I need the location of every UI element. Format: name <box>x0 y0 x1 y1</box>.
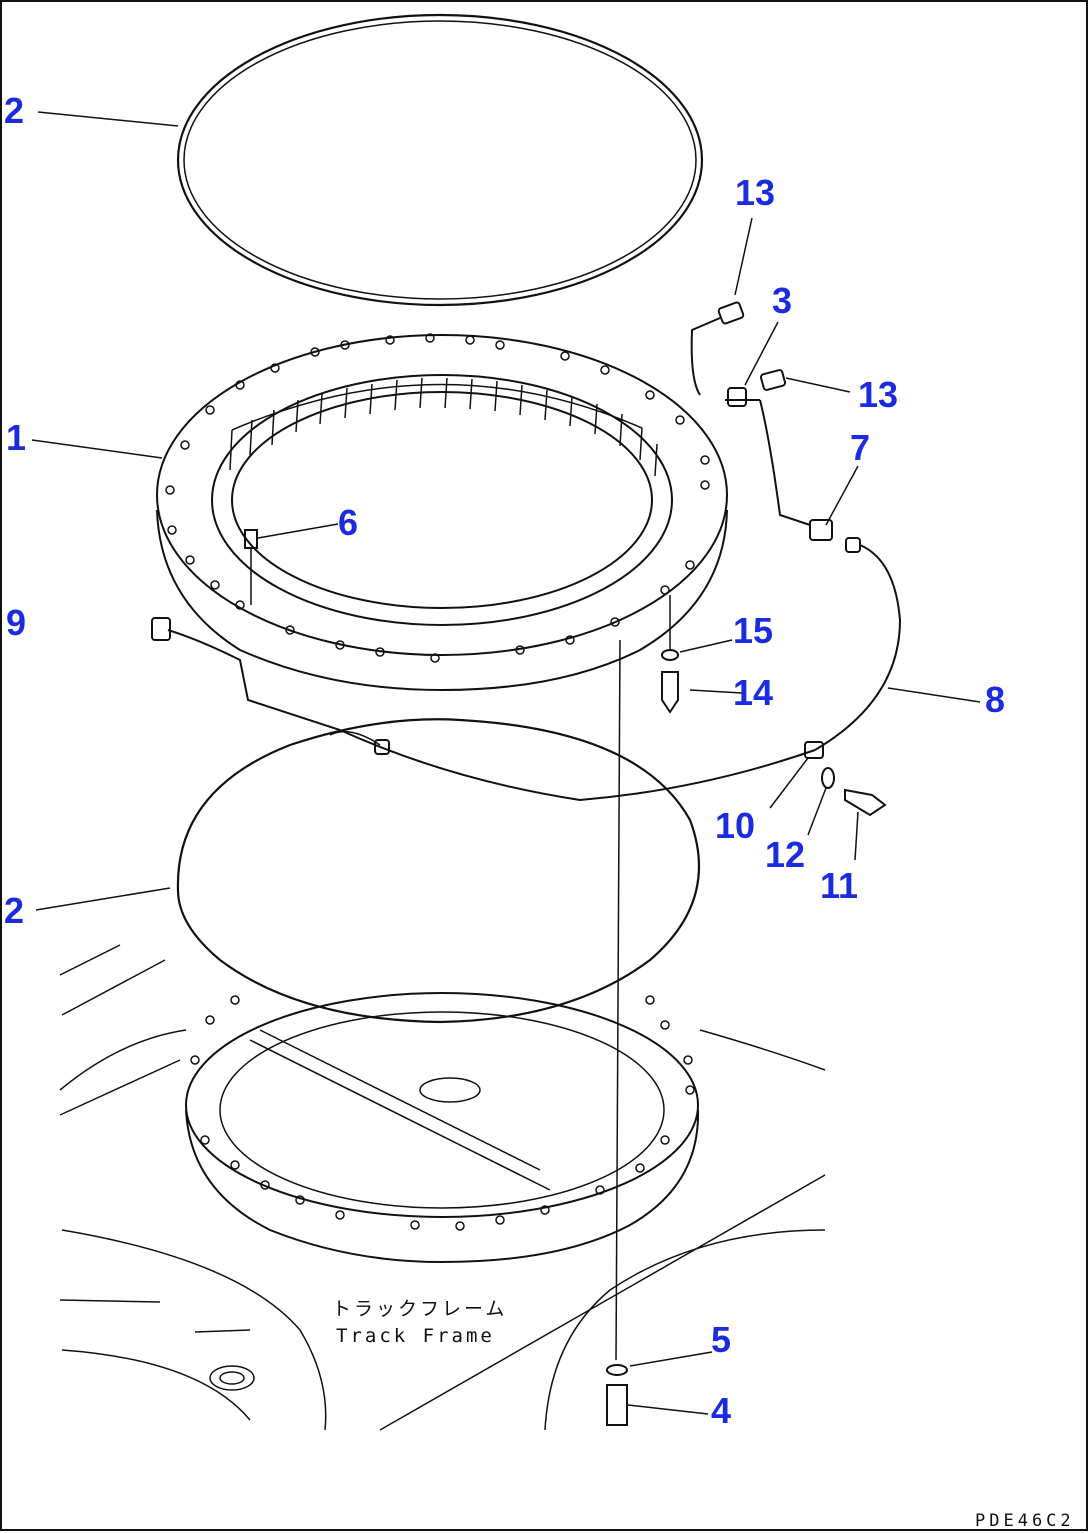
drawing-code: PDE46C2 <box>975 1511 1075 1531</box>
callout-2-bottom: 2 <box>4 890 24 931</box>
callout-12: 12 <box>765 834 805 875</box>
callout-6: 6 <box>338 502 358 543</box>
callout-10: 10 <box>715 805 755 846</box>
callout-14: 14 <box>733 672 773 713</box>
callout-13-upper: 13 <box>735 172 775 213</box>
callout-5: 5 <box>711 1319 731 1360</box>
callout-13-lower: 13 <box>858 374 898 415</box>
leader-lines <box>31 111 981 1415</box>
callout-1: 1 <box>6 417 26 458</box>
callout-15: 15 <box>733 610 773 651</box>
grease-piping <box>151 301 902 802</box>
callout-11: 11 <box>820 865 858 906</box>
callout-7: 7 <box>850 427 870 468</box>
callout-8: 8 <box>985 679 1005 720</box>
callout-2-top: 2 <box>4 90 24 131</box>
caption-english: Track Frame <box>336 1325 495 1347</box>
callout-4: 4 <box>711 1390 731 1431</box>
swing-circle <box>156 333 728 692</box>
callout-9: 9 <box>6 602 26 643</box>
seal-ring-top <box>176 13 704 307</box>
callouts: 2 13 3 13 1 7 6 9 15 14 8 10 12 11 2 5 4 <box>4 90 1005 1431</box>
caption-japanese: トラックフレーム <box>332 1298 507 1320</box>
small-parts <box>244 529 887 1426</box>
callout-3: 3 <box>772 280 792 321</box>
track-frame <box>59 944 826 1431</box>
seal-ring-bottom <box>176 718 701 1024</box>
